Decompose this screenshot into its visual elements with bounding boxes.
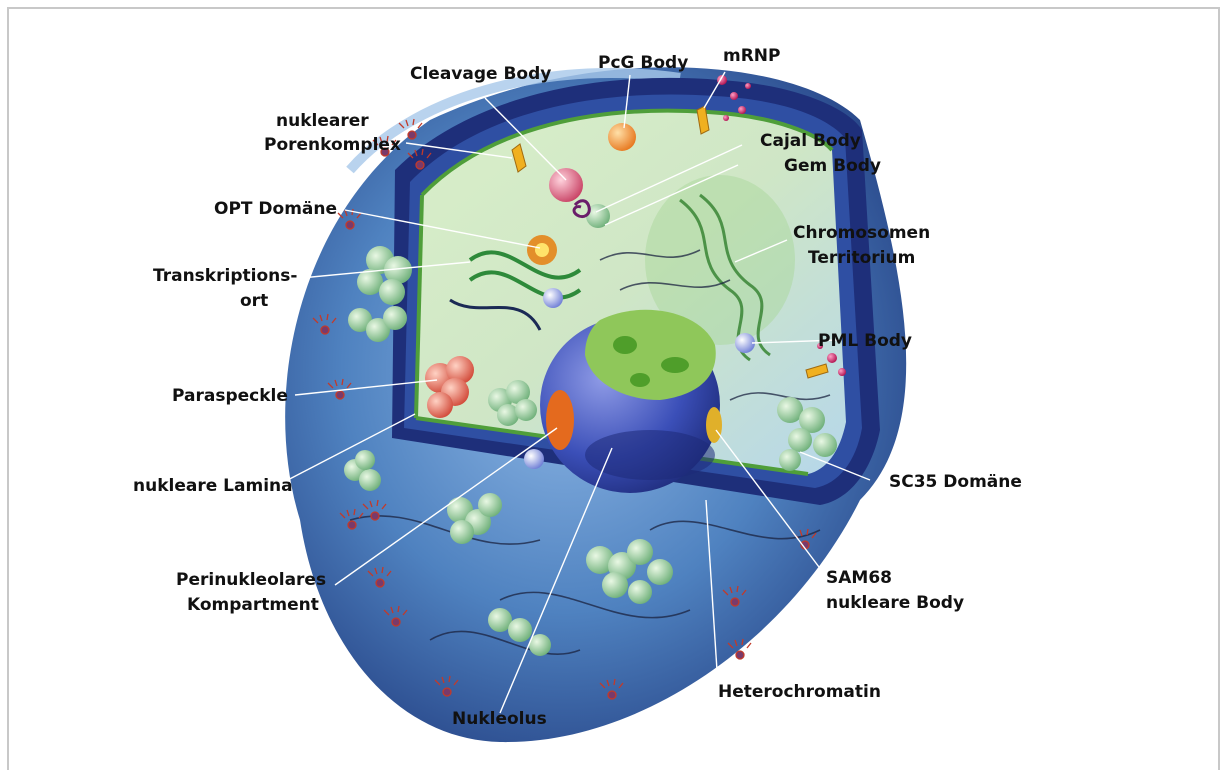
- cleavage-body: [549, 168, 583, 202]
- label-nuclear-pore-2: Porenkomplex: [264, 135, 401, 155]
- label-gem-body: Gem Body: [784, 156, 881, 176]
- label-cleavage-body: Cleavage Body: [410, 64, 551, 84]
- label-nuclear-pore-1: nuklearer: [276, 111, 369, 131]
- label-nuclear-lamina: nukleare Lamina: [133, 476, 293, 496]
- label-nucleolus: Nukleolus: [452, 709, 547, 729]
- label-perinucleolar-2: Kompartment: [187, 595, 319, 615]
- label-transcription-site-2: ort: [240, 291, 268, 311]
- label-transcription-site-1: Transkriptions-: [153, 266, 297, 286]
- label-chromosome-territory-2: Territorium: [808, 248, 915, 268]
- label-heterochromatin: Heterochromatin: [718, 682, 881, 702]
- label-pcg-body: PcG Body: [598, 53, 688, 73]
- label-paraspeckle: Paraspeckle: [172, 386, 288, 406]
- sam68-body: [706, 407, 722, 443]
- opt-domain: [527, 235, 557, 265]
- label-sc35-domain: SC35 Domäne: [889, 472, 1022, 492]
- label-perinucleolar-1: Perinukleolares: [176, 570, 326, 590]
- label-pml-body: PML Body: [818, 331, 912, 351]
- perinucleolar-compartment: [546, 390, 574, 450]
- label-mrnp: mRNP: [723, 46, 781, 66]
- label-opt-domain: OPT Domäne: [214, 199, 337, 219]
- pcg-body: [608, 123, 636, 151]
- label-cajal-body: Cajal Body: [760, 131, 861, 151]
- label-chromosome-territory-1: Chromosomen: [793, 223, 930, 243]
- label-sam68-1: SAM68: [826, 568, 892, 588]
- label-sam68-2: nukleare Body: [826, 593, 964, 613]
